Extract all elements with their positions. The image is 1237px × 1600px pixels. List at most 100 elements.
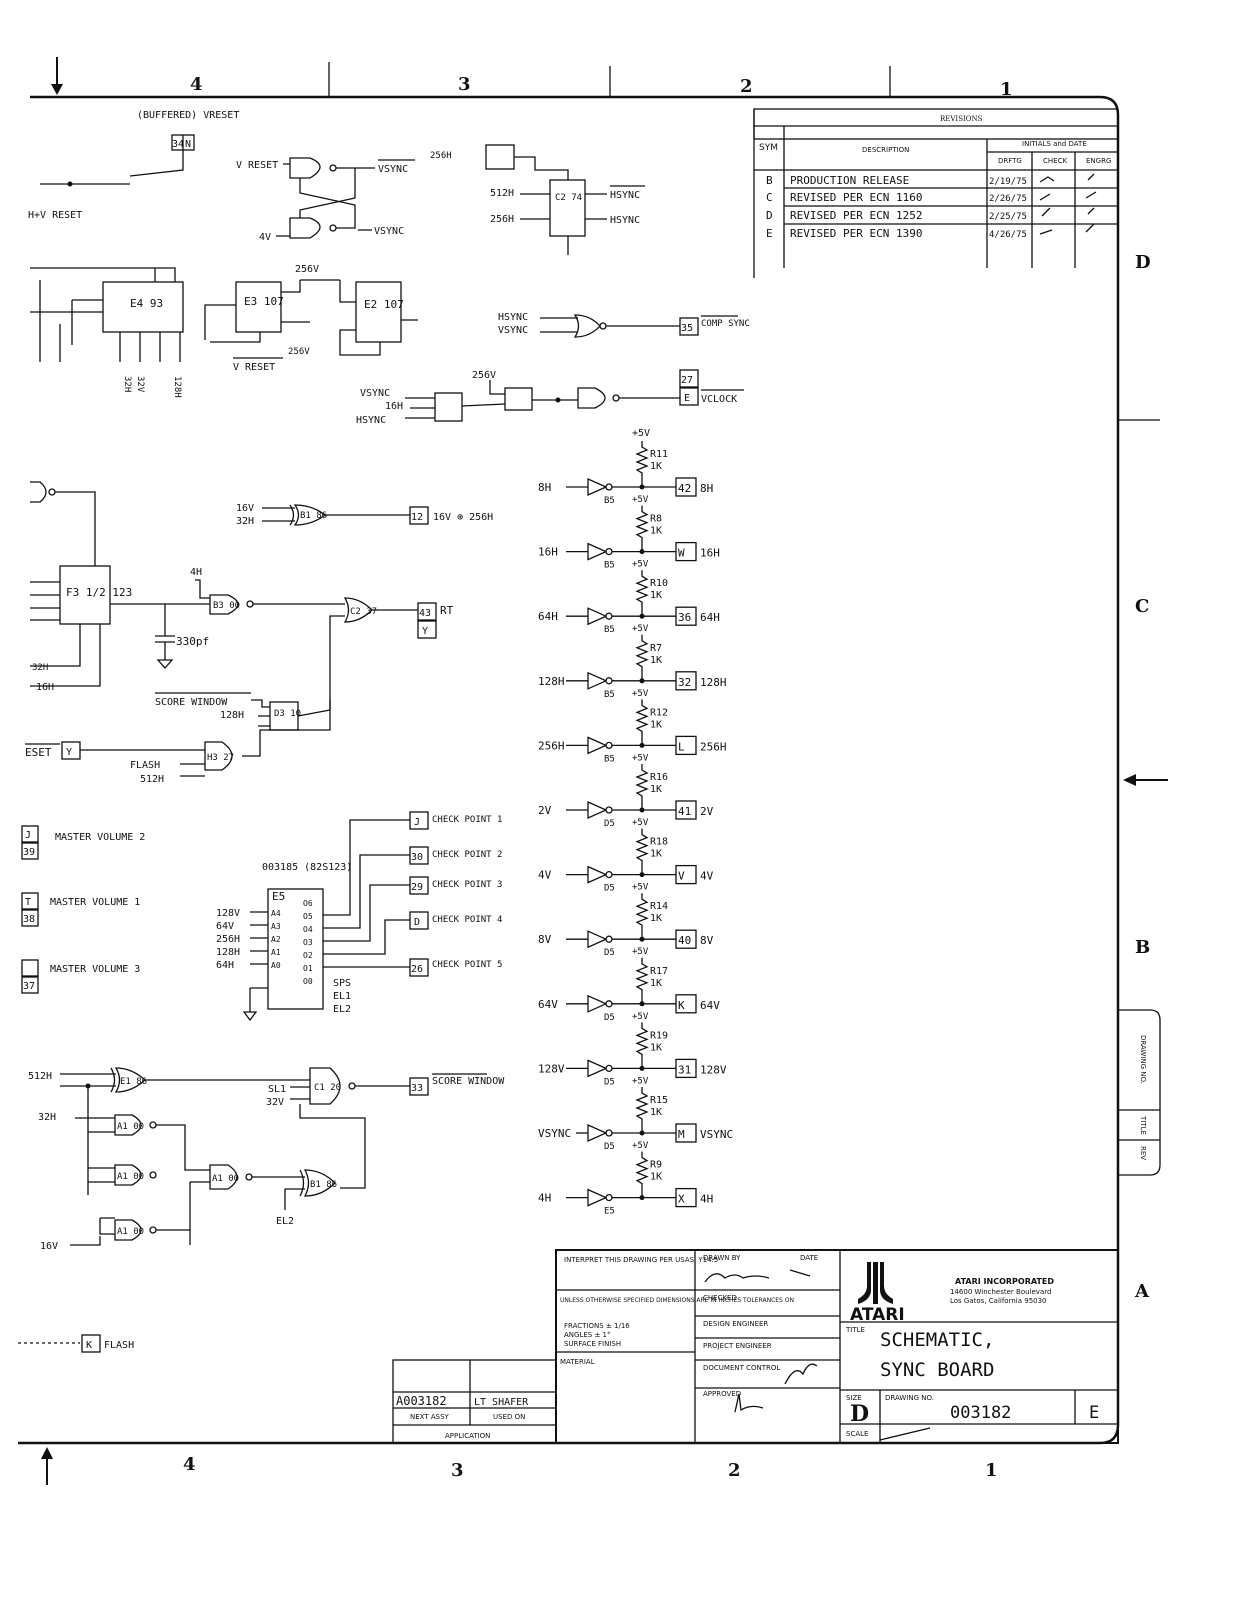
buffer-output-label: 64H	[700, 611, 720, 624]
buffer-connector	[675, 1187, 697, 1208]
buffer-gate-bubble	[605, 483, 613, 491]
zone-bottom-3: 3	[451, 1460, 464, 1481]
pullup-resistor	[635, 1022, 649, 1069]
buffer-gate-label: D5	[604, 948, 615, 958]
buffer-input-label: VSYNC	[538, 1127, 571, 1140]
buffer-output-label: 4H	[700, 1193, 713, 1206]
pullup-resistor	[635, 957, 649, 1004]
buffer-node	[639, 549, 645, 555]
eset-pin: Y	[66, 747, 72, 758]
buffer-gate-label: B5	[604, 625, 615, 635]
buffer-connector-pin: W	[678, 547, 685, 560]
revision-row: C REVISED PER ECN 1160 2/26/75	[766, 191, 1027, 204]
comp-sync-label: COMP SYNC	[701, 319, 750, 329]
e5-input-label: 64H	[216, 960, 234, 971]
xor-32h-label: 32H	[236, 516, 254, 527]
buffer-gate	[587, 994, 608, 1013]
buffer-input-label: 64H	[538, 610, 558, 623]
resistor-designator: R19	[650, 1030, 668, 1041]
side-tab-drawing-no: DRAWING NO.	[1139, 1035, 1147, 1084]
pullup-resistor	[635, 634, 649, 681]
f3-32h-label: 32H	[32, 663, 48, 673]
buffer-gate	[587, 800, 608, 820]
e5-label: E5	[272, 890, 285, 903]
buffer-plus5v-label: +5V	[632, 1076, 649, 1086]
buffer-plus5v-label: +5V	[632, 883, 649, 893]
resistor-value: 1K	[650, 1172, 662, 1183]
buffer-input-label: 16H	[538, 546, 558, 559]
resistor-value: 1K	[650, 913, 662, 924]
256h-label-2: 256H	[490, 214, 514, 225]
pin-43: 43	[419, 608, 431, 619]
buffer-gate-bubble	[605, 1193, 613, 1202]
buffer-gate-bubble	[605, 935, 613, 943]
buffer-gate-bubble	[605, 1000, 613, 1008]
pin-38: 38	[23, 914, 35, 925]
vclock-vsync-label: VSYNC	[360, 388, 390, 399]
f3-16h-label: 16H	[36, 682, 54, 693]
buffer-input-label: 8H	[538, 481, 551, 494]
revisions-col-engrg: ENGRG	[1086, 157, 1111, 165]
resistor-value: 1K	[650, 1107, 662, 1118]
zone-side-B: B	[1135, 937, 1150, 958]
e4-out-3: 128H	[172, 376, 182, 398]
e4-out-1: 32H	[122, 376, 132, 392]
e5-output-pin: O1	[303, 964, 313, 973]
checkpoint-5: 26 CHECK POINT 5	[409, 958, 502, 977]
vreset-bottom-label: V RESET	[233, 362, 275, 373]
tb-scale-label: SCALE	[846, 1430, 868, 1438]
buffer-gate	[587, 607, 608, 626]
buffer-connector-pin: 32	[678, 676, 691, 689]
zone-bottom-1: 1	[985, 1460, 998, 1481]
pin-35: 35	[681, 323, 693, 334]
a1-label-2: A1 00	[117, 1172, 144, 1182]
256h-label: 256H	[430, 151, 452, 161]
512h-label: 512H	[490, 188, 514, 199]
xor-output-label: 16V ⊕ 256H	[433, 512, 493, 523]
score-window-section: 512H E1 86 C1 20 SL1 32V 33 SCORE WINDOW…	[18, 1067, 505, 1353]
tb-checked: CHECKED	[703, 1294, 737, 1302]
resistor-designator: R9	[650, 1160, 662, 1171]
resistor-designator: R16	[650, 772, 668, 783]
d3-label: D3 10	[274, 709, 301, 719]
tb-revision: E	[1089, 1403, 1099, 1423]
buffer-output-label: 4V	[700, 870, 714, 883]
resistor-designator: R14	[650, 901, 668, 912]
tb-application: APPLICATION	[445, 1432, 490, 1440]
flash-label: FLASH	[104, 1340, 134, 1351]
buffer-gate-label: B5	[604, 561, 615, 571]
master-volume-section: J 39 MASTER VOLUME 2 T 38 MASTER VOLUME …	[21, 825, 145, 994]
pin-37: 37	[23, 981, 35, 992]
a1-label-3: A1 00	[212, 1174, 239, 1184]
check-point-1-label: CHECK POINT 1	[432, 815, 502, 825]
pin-D: D	[414, 917, 420, 928]
checkpoint-3: 29 CHECK POINT 3	[409, 876, 502, 895]
tb-address-1: 14600 Winchester Boulevard	[950, 1288, 1051, 1296]
zone-labels: 4 3 2 1 4 3 2 1 D C B A	[183, 74, 1151, 1481]
resistor-value: 1K	[650, 784, 662, 795]
resistor-designator: R17	[650, 966, 668, 977]
pullup-resistor	[635, 893, 649, 940]
tb-drawn-by: DRAWN BY	[703, 1254, 741, 1262]
buffer-node	[639, 678, 645, 684]
vclock-hsync-label: HSYNC	[356, 415, 386, 426]
e5-input-pin: A1	[271, 948, 281, 957]
buffer-output-label: 8V	[700, 934, 714, 947]
buffer-gate	[587, 736, 608, 755]
tb-next-assy: NEXT ASSY	[410, 1413, 450, 1421]
h3-label: H3 27	[207, 753, 234, 763]
pin-26: 26	[411, 964, 423, 975]
revisions-table: REVISIONS SYM DESCRIPTION INITIALS and D…	[753, 108, 1119, 278]
buffer-output-label: 2V	[700, 805, 714, 818]
check-point-4-label: CHECK POINT 4	[432, 915, 502, 925]
buffer-output-label: VSYNC	[700, 1128, 733, 1141]
buffer-node	[639, 936, 645, 942]
buffer-connector	[675, 800, 697, 820]
pullup-resistor	[635, 699, 649, 746]
buffer-gate-bubble	[605, 741, 613, 750]
